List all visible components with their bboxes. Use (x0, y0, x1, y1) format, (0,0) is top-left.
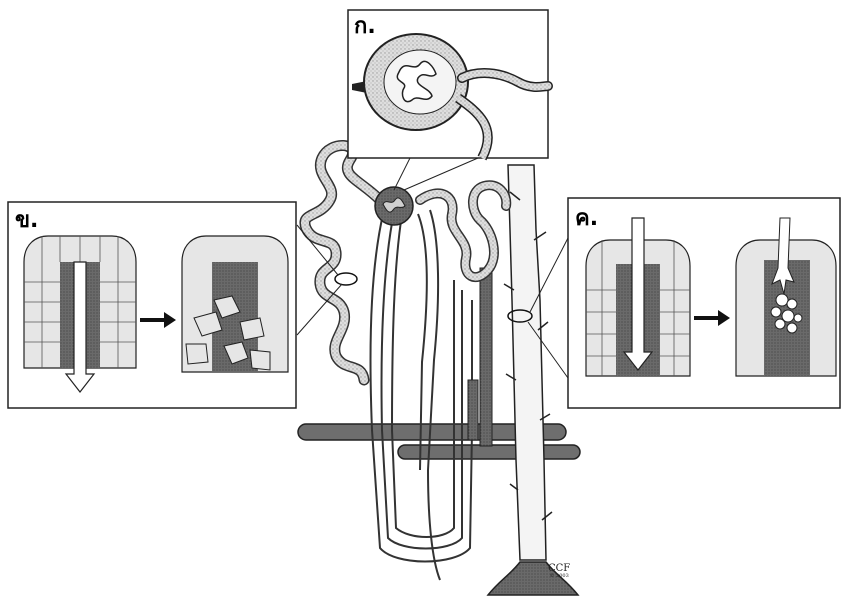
collecting-duct (488, 165, 578, 595)
credit-mark: CCF © 2003 (548, 564, 570, 579)
panel-label-tubule-obstruction: ค. (575, 208, 598, 230)
panel-tubule-obstruction (568, 198, 840, 408)
tubule-blocked (736, 218, 836, 376)
vessel-lower (398, 445, 580, 459)
panel-glomerulus (348, 10, 548, 158)
loop-of-henle (371, 210, 473, 580)
panel-tubule-injury (8, 202, 296, 408)
sample-ring-left (335, 273, 357, 285)
distal-segment (468, 380, 478, 440)
tubule-open (586, 218, 690, 376)
tubule-intact (24, 236, 136, 392)
nephron (298, 145, 580, 595)
credit-year: © 2003 (548, 574, 570, 579)
panel-label-tubule-injury: ข. (15, 210, 38, 232)
proximal-tubule (305, 145, 380, 380)
tubule-injured (182, 236, 288, 372)
panel-label-glomerulus: ก. (354, 16, 376, 38)
thick-ascending-limb (480, 268, 492, 446)
